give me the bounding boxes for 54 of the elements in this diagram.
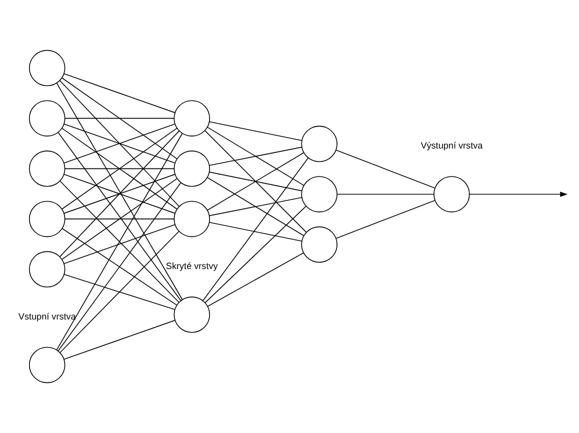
connector [204, 130, 307, 233]
connector [64, 73, 176, 114]
connector [64, 224, 176, 264]
connector [62, 178, 178, 260]
connector [59, 80, 180, 207]
node-circle [301, 176, 338, 212]
connector [58, 132, 182, 302]
node-circle [174, 100, 210, 136]
connector [206, 152, 304, 211]
connector [62, 128, 178, 210]
connector [64, 274, 176, 310]
node-circle [174, 150, 210, 187]
node-circle [28, 150, 66, 187]
connector [336, 194, 434, 195]
connector [64, 168, 174, 170]
node-circle [28, 346, 66, 384]
connector [60, 180, 180, 303]
connector [208, 197, 302, 216]
connector [202, 157, 309, 302]
connector [62, 228, 178, 306]
connector [208, 146, 302, 166]
connector [62, 77, 178, 160]
label: Skryté vrstvy [166, 261, 218, 272]
node-circle [28, 50, 66, 86]
connector [207, 252, 304, 307]
node-circle [174, 296, 210, 333]
node-circle [28, 251, 66, 288]
connector [336, 200, 436, 239]
connector [60, 230, 180, 353]
connector [56, 133, 183, 350]
arrow [469, 192, 568, 197]
connector [59, 130, 180, 258]
connector [206, 177, 304, 236]
node-circle [28, 100, 66, 136]
label: Vstupní vrstva [18, 311, 76, 322]
connector [336, 150, 436, 188]
node-circle [301, 126, 338, 162]
connector [64, 118, 174, 119]
connector [208, 172, 302, 192]
connector [208, 222, 302, 242]
node-circle [28, 200, 66, 238]
connector [64, 124, 176, 164]
label: Výstupní vrstva [420, 140, 483, 151]
node-circle [434, 176, 470, 212]
connector [58, 182, 182, 352]
node-circle [174, 200, 210, 238]
connector [208, 121, 302, 141]
connector [56, 82, 183, 300]
connector [204, 206, 306, 304]
node-circle [301, 226, 338, 263]
connector [64, 174, 176, 214]
connector [206, 126, 304, 186]
connector [64, 218, 174, 220]
connector [64, 320, 176, 360]
